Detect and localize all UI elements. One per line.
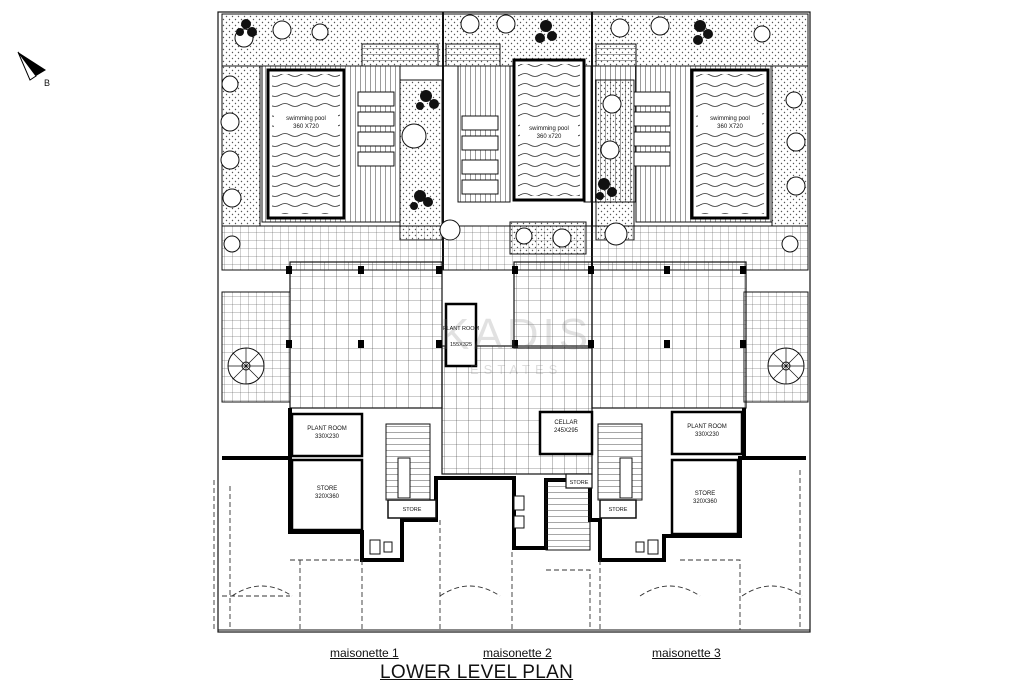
pool-2-label: swimming pool [529,126,569,132]
cellar-name: CELLAR [554,420,578,426]
plant-room-left-name: PLANT ROOM [307,426,347,432]
north-arrow-icon: B [17,51,50,88]
interior-floors [289,261,747,475]
plant-room-left: PLANT ROOM 330X230 [290,412,364,458]
pool-3-label: swimming pool [710,116,750,122]
store-left-name: STORE [317,486,338,492]
store-right: STORE 320X360 [670,458,740,536]
pool-2-size: 360 x720 [537,134,562,140]
store-right-size: 320X360 [693,499,718,505]
stair-left [385,423,431,501]
pool-2: swimming pool 360 x720 [512,58,586,202]
pool-1: swimming pool 360 X720 [266,68,346,220]
sun-loungers [357,91,671,195]
pool-3-size: 360 X720 [717,124,743,130]
store-right-name: STORE [695,491,716,497]
tree-symbols [236,19,713,210]
plant-room-center-name: PLANT ROOM [443,326,480,332]
wc-fixtures [369,495,659,555]
pool-3: swimming pool 360 X720 [690,68,770,220]
store-small-right-name: STORE [609,507,628,513]
plant-room-center-size: 155X325 [450,342,472,348]
cellar-size: 245X295 [554,428,579,434]
north-marker-label: B [44,78,50,88]
watermark-logo: KADIS [440,310,593,359]
store-small-left: STORE [387,499,437,519]
plant-room-center: PLANT ROOM 155X325 [443,302,480,368]
cellar: CELLAR 245X295 [538,410,594,456]
spiral-stairs [227,347,805,385]
store-left-size: 320X360 [315,494,340,500]
plant-room-left-size: 330X230 [315,434,340,440]
pool-1-label: swimming pool [286,116,326,122]
unit-label-maisonette-2: maisonette 2 [483,646,552,660]
stair-center [545,479,591,551]
watermark-tagline: ESTATES [470,362,563,377]
store-small-center-name: STORE [570,480,589,486]
store-small-center: STORE [565,473,593,489]
plan-title: LOWER LEVEL PLAN [380,662,574,683]
structural-columns [286,266,746,348]
walls [222,408,806,562]
unit-label-maisonette-1: maisonette 1 [330,646,399,660]
store-small-right: STORE [599,499,637,519]
store-small-left-name: STORE [403,507,422,513]
ground-floor-outline [213,470,803,632]
unit-label-maisonette-3: maisonette 3 [652,646,721,660]
pool-1-size: 360 X720 [293,124,319,130]
shrub-symbols [220,14,806,253]
store-left: STORE 320X360 [290,458,364,532]
plant-room-right: PLANT ROOM 330X230 [670,410,744,456]
stair-right [597,423,643,501]
plant-room-right-size: 330X230 [695,432,720,438]
plant-room-right-name: PLANT ROOM [687,424,727,430]
garden-stairs [361,43,637,67]
